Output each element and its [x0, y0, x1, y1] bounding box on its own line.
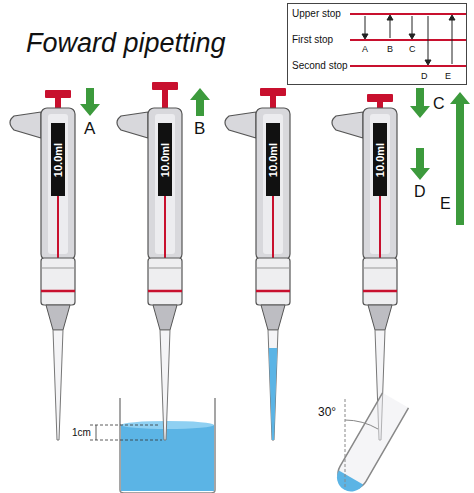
angle-label: 30°	[318, 406, 336, 418]
step-letter: B	[194, 120, 205, 137]
stop-inset-box: Upper stopFirst stopSecond stop A B C D E	[287, 3, 467, 85]
step-letter: A	[362, 45, 368, 54]
stop-label: Second stop	[292, 61, 348, 71]
volume-label: 10.0ml	[53, 142, 64, 176]
step-letter: C	[409, 45, 416, 54]
stop-label: First stop	[292, 35, 333, 45]
step-letter: B	[387, 45, 393, 54]
volume-label: 10.0ml	[160, 142, 171, 176]
step-letter: E	[445, 72, 451, 81]
step-letter: D	[421, 72, 428, 81]
step-letter: E	[440, 196, 451, 212]
step-letter: C	[433, 96, 445, 112]
volume-label: 10.0ml	[268, 142, 279, 176]
stop-label: Upper stop	[292, 9, 341, 19]
step-letter: D	[414, 184, 426, 200]
volume-label: 10.0ml	[375, 142, 386, 176]
diagram-title: Foward pipetting	[26, 30, 226, 57]
dimension-label: 1cm	[72, 428, 91, 438]
step-letter: A	[84, 120, 95, 137]
